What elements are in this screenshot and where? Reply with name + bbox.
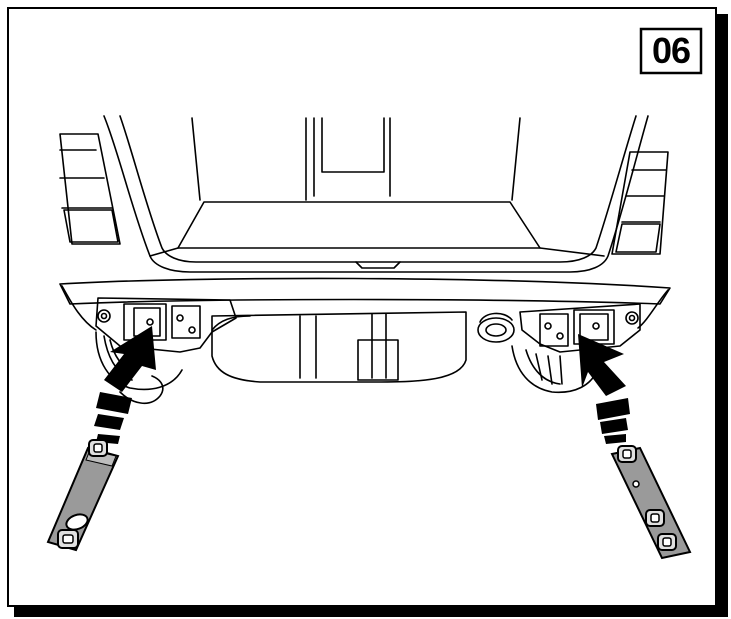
vehicle-rear-drawing	[59, 115, 671, 404]
arrow-up-left-icon	[578, 334, 630, 444]
step-number: 06	[651, 30, 691, 71]
left-tow-bracket	[46, 439, 120, 552]
frame-border	[7, 7, 717, 607]
step-number-box	[639, 27, 703, 75]
right-tow-bracket	[610, 445, 692, 560]
